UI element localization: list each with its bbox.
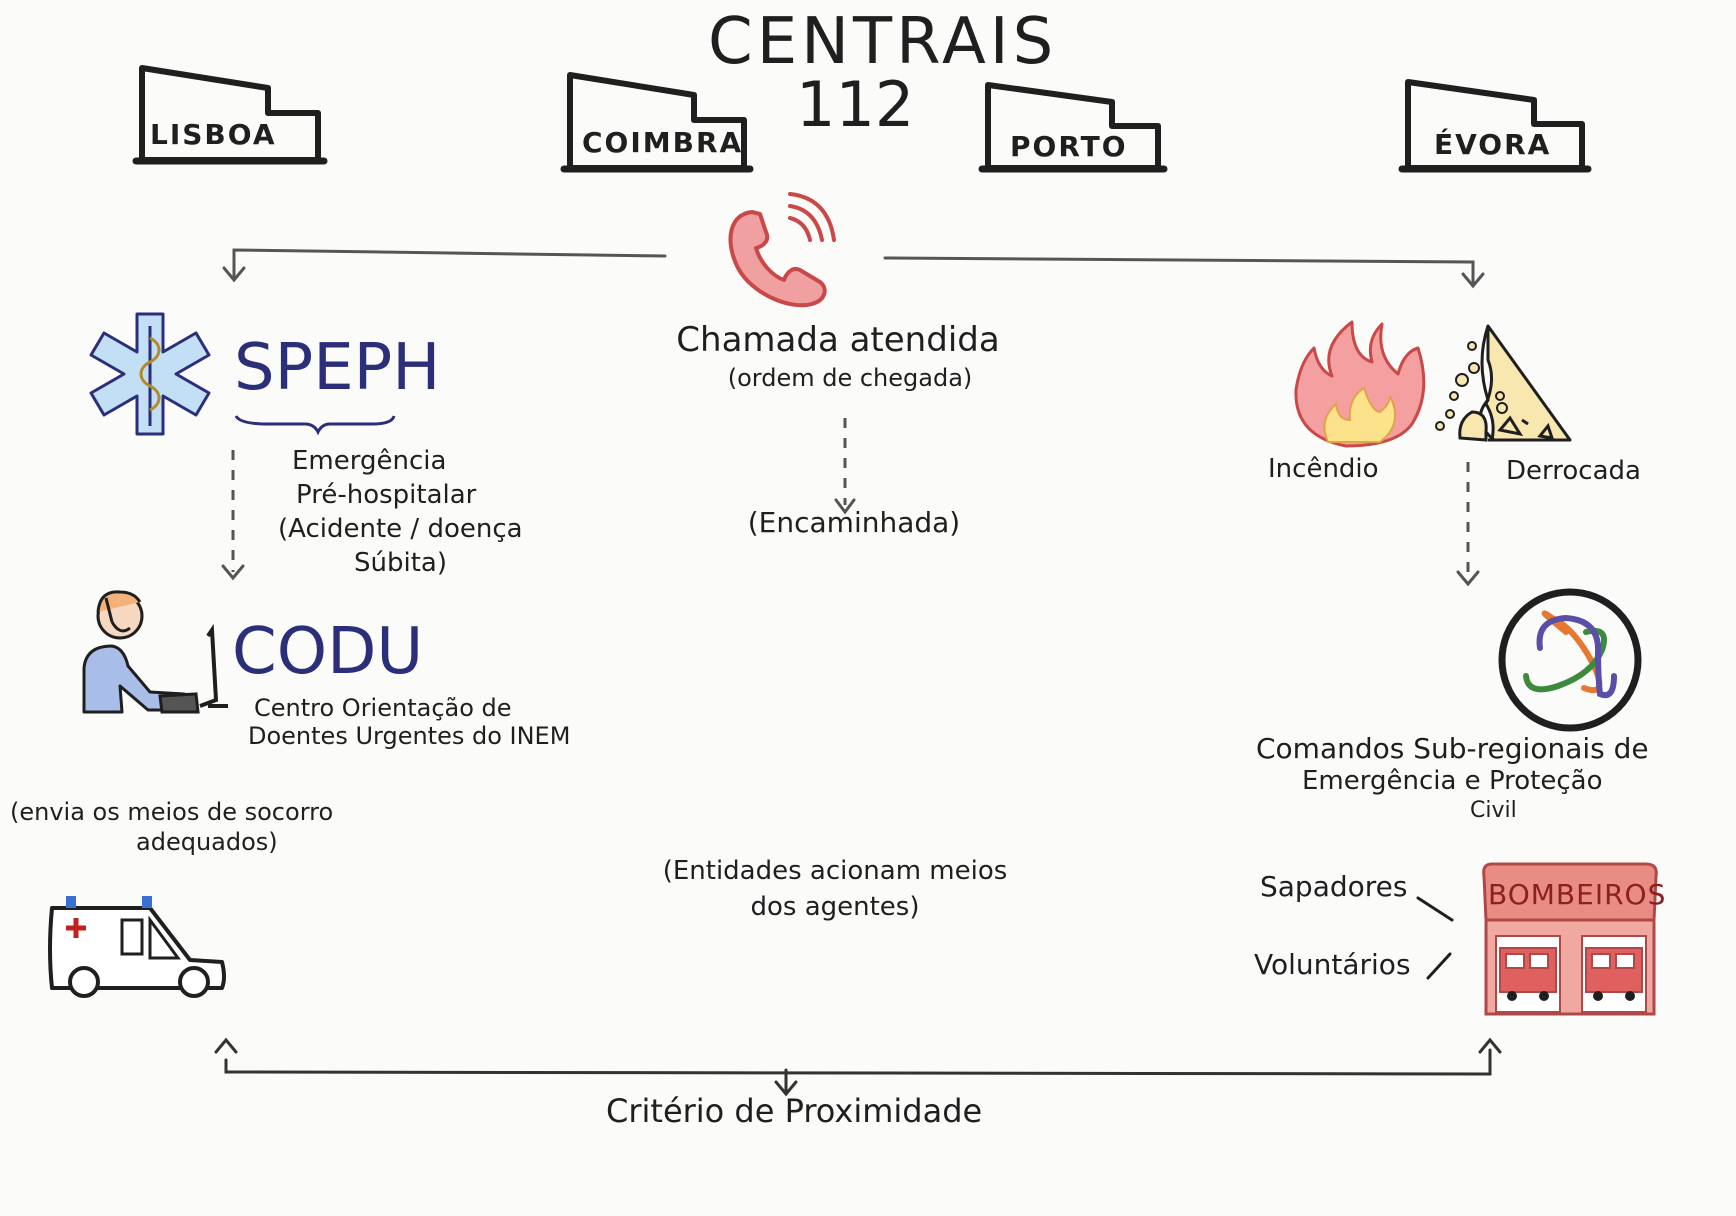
fire-icon: [1294, 320, 1426, 448]
landslide-icon: [1435, 324, 1572, 442]
entities-note-2: dos agentes): [750, 892, 920, 922]
speph-acronym: SPEPH: [234, 331, 441, 405]
ambulance-icon: [48, 896, 226, 998]
page-title: CENTRAIS: [708, 5, 1058, 79]
proximity-criterion: Critério de Proximidade: [606, 1092, 983, 1130]
fire-station-icon: [1482, 862, 1658, 1016]
arrow-to-speph: [232, 248, 667, 280]
emergency-number: 112: [796, 68, 915, 141]
civil-protection-3: Civil: [1470, 798, 1517, 823]
building-label-evora: ÉVORA: [1434, 128, 1552, 161]
fire-station-label: BOMBEIROS: [1488, 878, 1667, 911]
civil-protection-emblem-icon: [1498, 588, 1642, 732]
building-label-coimbra: COIMBRA: [582, 126, 744, 159]
building-label-lisboa: LISBOA: [150, 118, 277, 151]
building-label-porto: PORTO: [1010, 130, 1128, 163]
firefighters-voluntarios: Voluntários: [1254, 948, 1411, 981]
speph-desc-2: Pré-hospitalar: [296, 480, 477, 510]
hazard-collapse-label: Derrocada: [1506, 456, 1641, 486]
speph-desc-4: Súbita): [354, 548, 447, 578]
civil-protection-2: Emergência e Proteção: [1302, 766, 1603, 796]
star-of-life-icon: [89, 312, 211, 436]
speph-desc-1: Emergência: [292, 446, 447, 476]
call-answered: Chamada atendida: [676, 320, 1000, 360]
operator-icon: [82, 590, 228, 714]
arrow-proximity: [224, 1048, 1492, 1076]
codu-desc-2: Doentes Urgentes do INEM: [248, 722, 571, 750]
speph-brace: [234, 415, 396, 436]
codu-acronym: CODU: [232, 615, 424, 689]
arrow-to-hazards: [883, 256, 1475, 286]
firefighters-sapadores: Sapadores: [1260, 870, 1408, 903]
call-order-note: (ordem de chegada): [727, 364, 973, 392]
dispatch-note-1: (envia os meios de socorro: [10, 798, 334, 826]
phone-icon: [728, 192, 836, 308]
entities-note-1: (Entidades acionam meios: [662, 856, 1008, 886]
codu-desc-1: Centro Orientação de: [254, 694, 512, 722]
speph-desc-3: (Acidente / doença: [278, 514, 523, 544]
hazard-fire-label: Incêndio: [1268, 454, 1379, 484]
dispatch-note-2: adequados): [136, 828, 278, 856]
civil-protection-1: Comandos Sub-regionais de: [1256, 732, 1649, 765]
call-forwarded: (Encaminhada): [747, 506, 961, 539]
